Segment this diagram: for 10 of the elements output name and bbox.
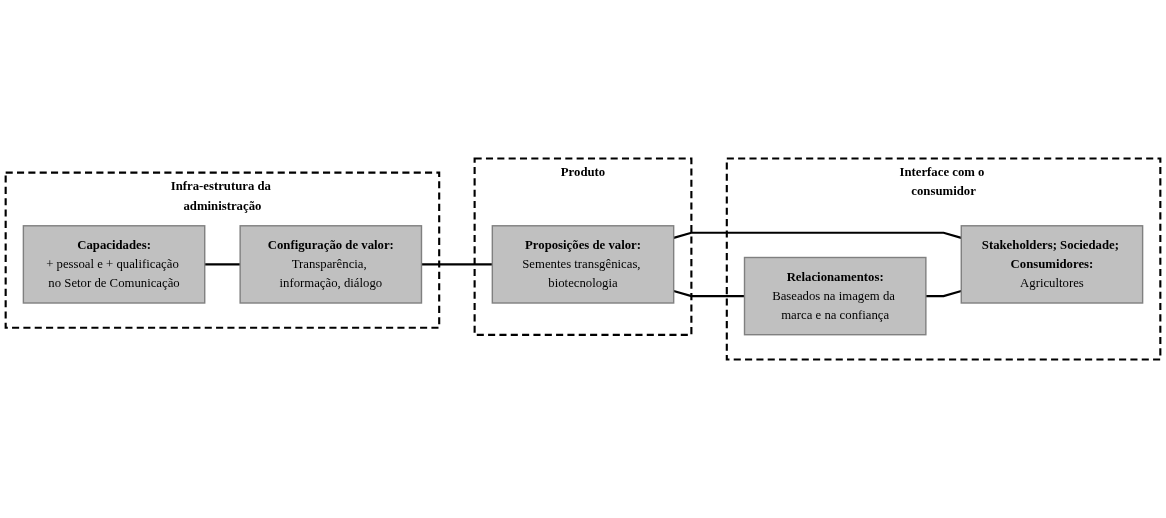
connector [673,289,745,298]
node-box: Relacionamentos: Baseados na imagem da marca e na confiança [743,256,927,336]
connector [925,289,962,298]
node-box: Stakeholders; Sociedade; Consumidores: Agricultores [960,225,1144,304]
connector [421,263,493,266]
node-box: Capacidades: + pessoal e + qualificação no Setor de Comunicação [22,225,206,304]
connector [673,231,962,239]
connector [204,263,241,266]
node-box: Configuração de valor: Transparência, informação, diálogo [239,225,423,304]
node-box: Proposições de valor: Sementes transgênicas, biotecnologia [491,225,675,304]
